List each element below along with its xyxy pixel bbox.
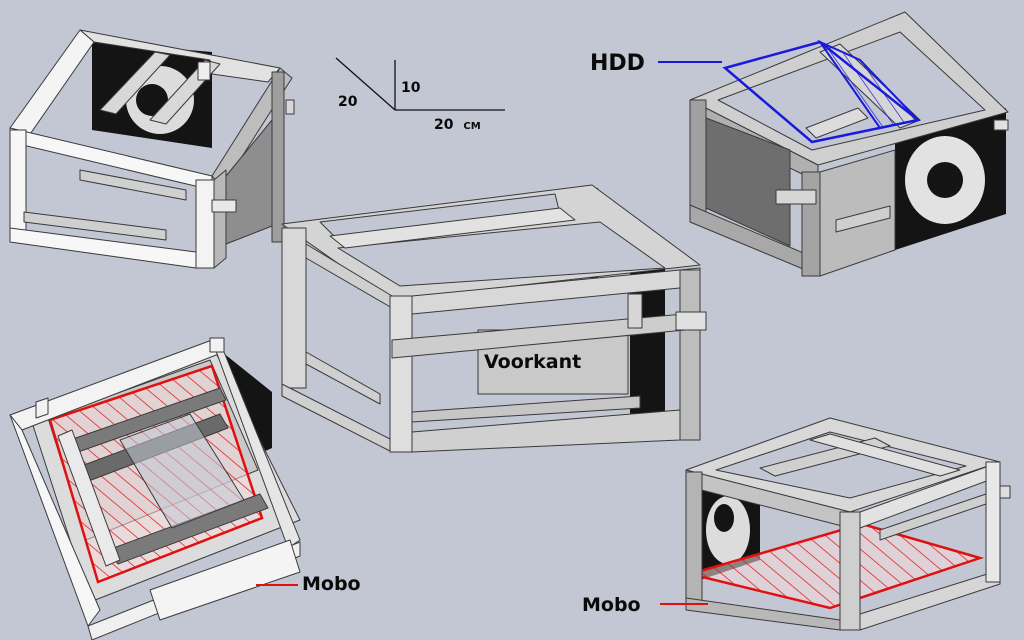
case-view-center: Voorkant xyxy=(281,184,707,453)
dimension-legend: 20 10 20 CM xyxy=(335,57,505,133)
fan-icon xyxy=(905,136,985,224)
mobo-label-right: Mobo xyxy=(582,594,641,616)
case-view-top-right: HDD xyxy=(590,11,1009,277)
mobo-tray-highlight-right xyxy=(685,522,985,610)
width-dimension-unit: CM xyxy=(463,121,480,132)
front-label: Voorkant xyxy=(484,351,581,373)
hdd-bay-hatch xyxy=(817,39,920,130)
width-dimension-label: 20 CM xyxy=(434,117,481,133)
depth-dimension-label: 20 xyxy=(338,94,358,110)
mobo-label-left: Mobo xyxy=(302,573,361,595)
fan-icon xyxy=(706,496,750,564)
height-dimension-label: 10 xyxy=(401,80,421,96)
case-view-bottom-right: Mobo xyxy=(582,417,1011,631)
width-dimension-value: 20 xyxy=(434,117,454,133)
case-view-bottom-left: Mobo xyxy=(9,337,361,640)
hdd-label: HDD xyxy=(590,51,645,76)
case-view-top-left xyxy=(9,29,295,269)
